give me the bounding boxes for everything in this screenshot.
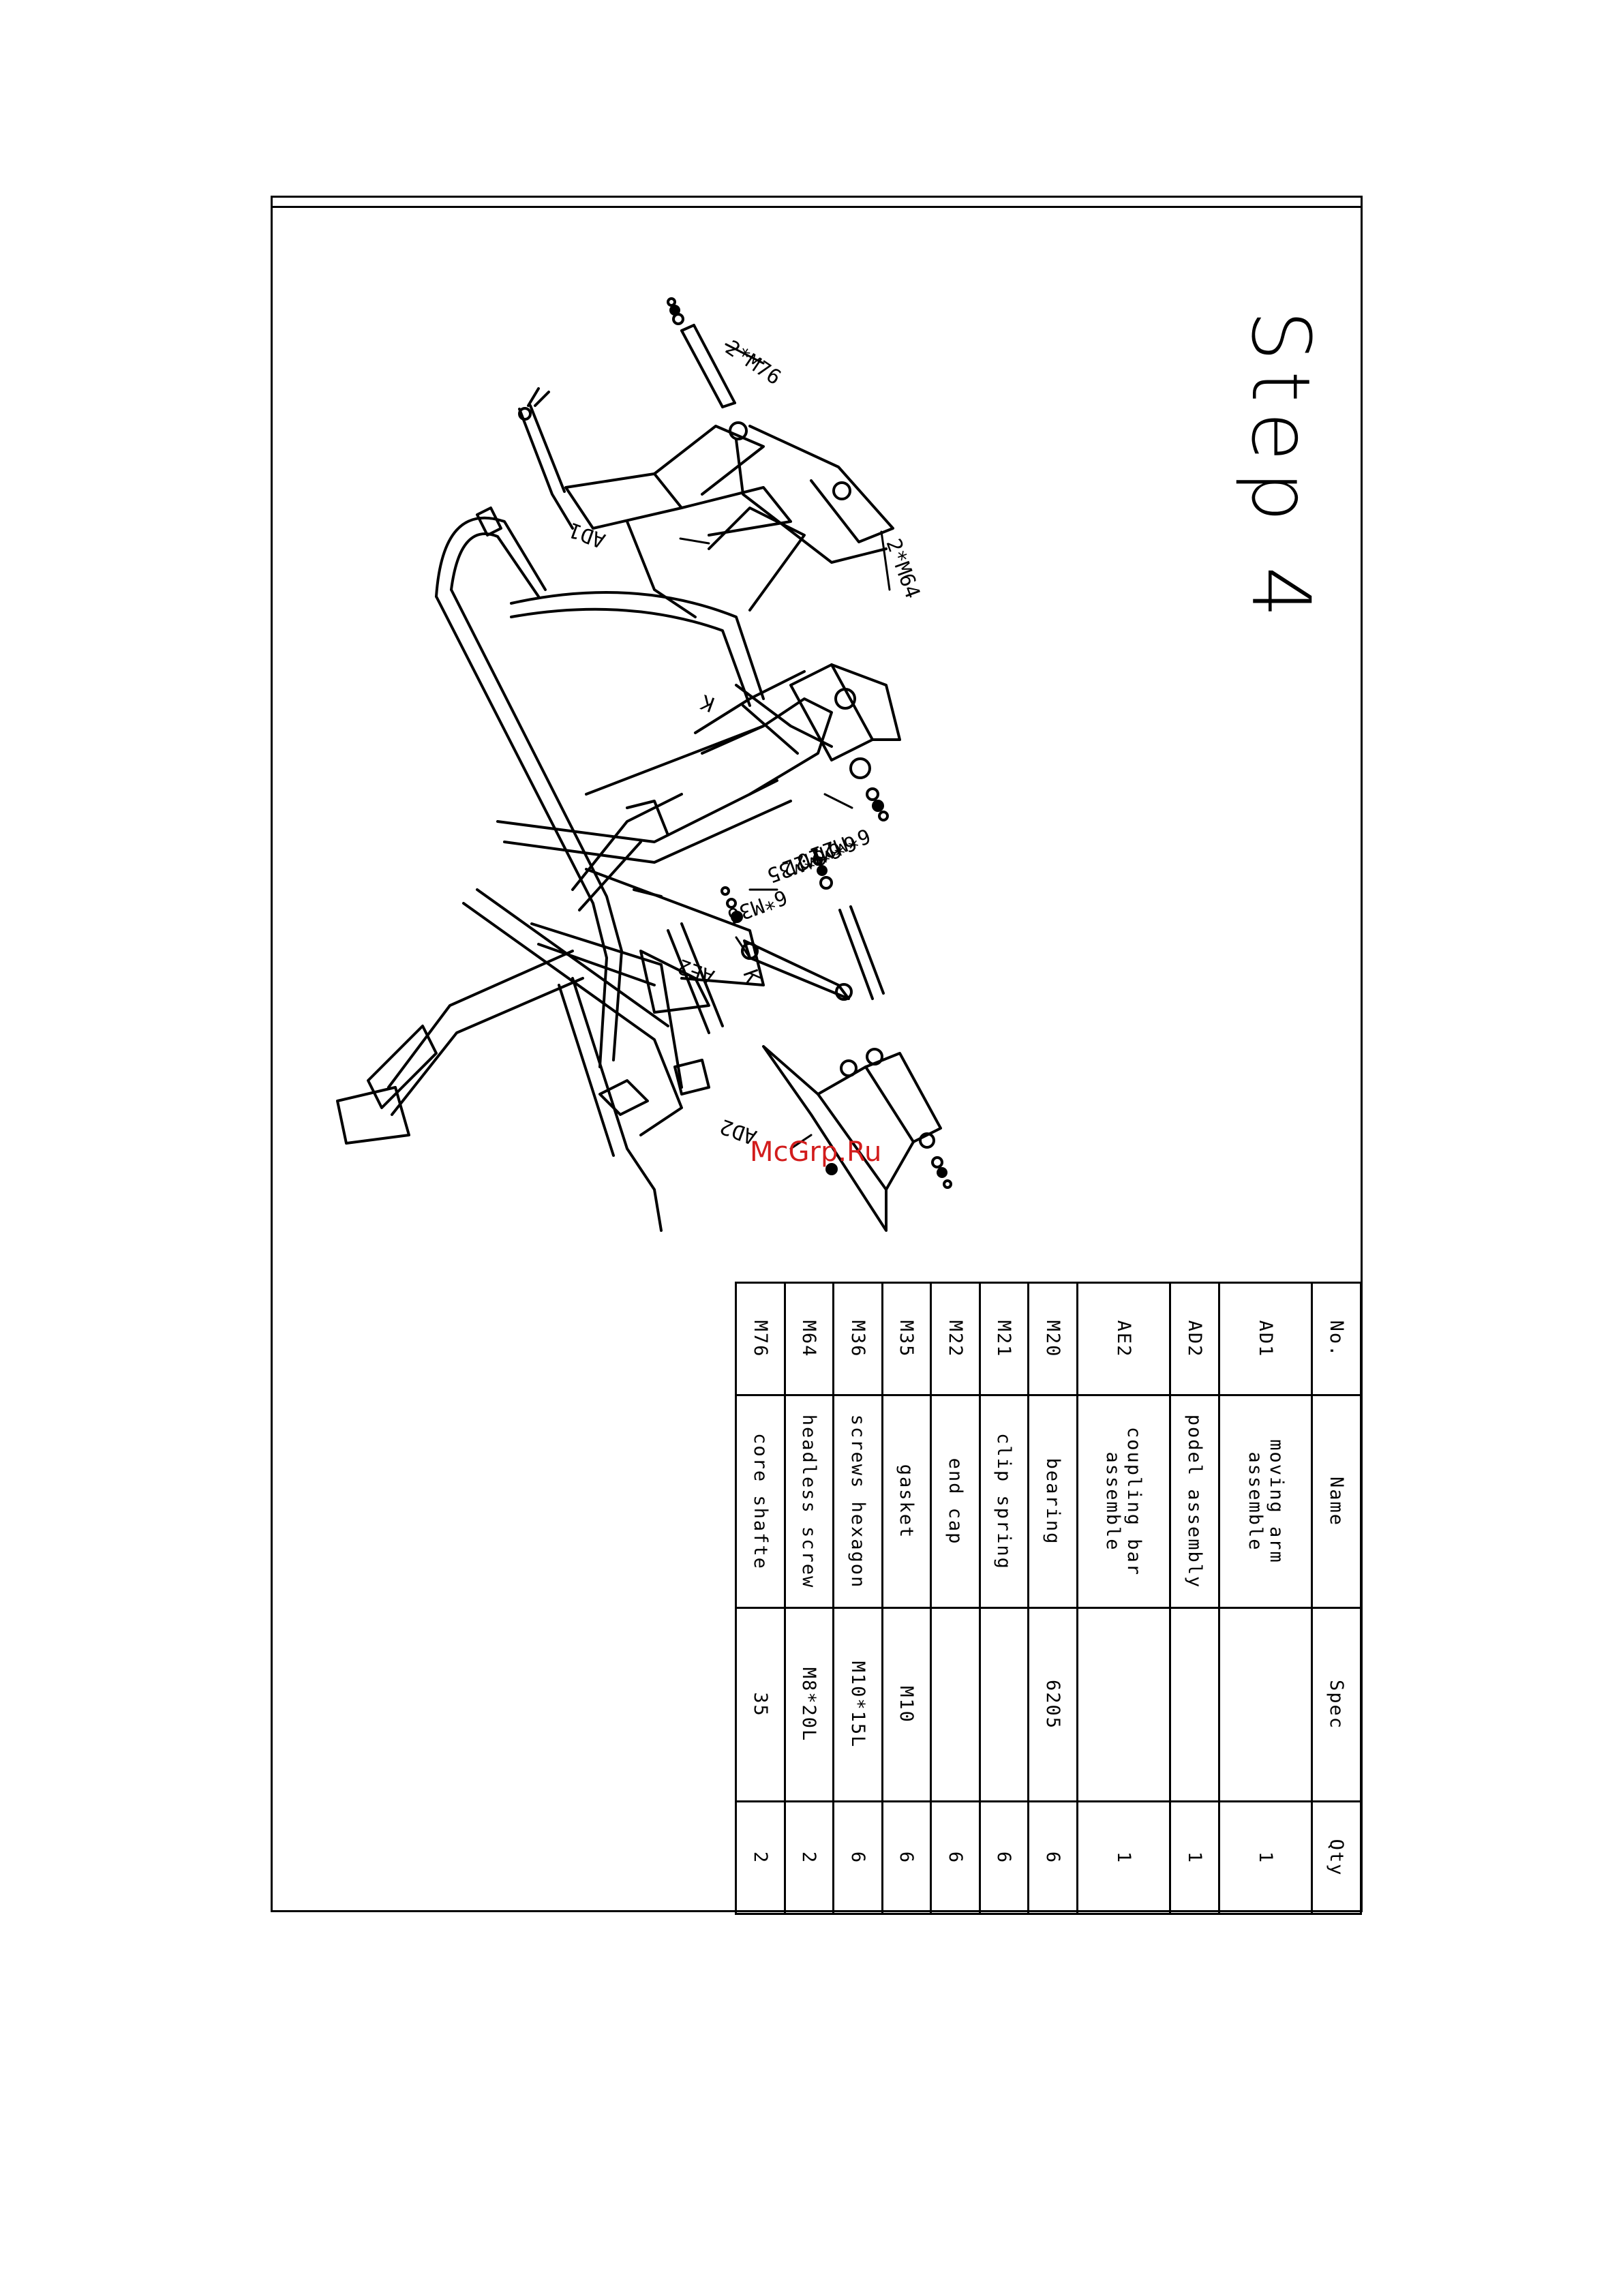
- part-name: moving arm assemble: [1219, 1395, 1312, 1608]
- header-name: Name: [1312, 1395, 1361, 1608]
- part-no: M36: [833, 1282, 883, 1395]
- part-qty: 2: [785, 1801, 834, 1914]
- part-spec: [1077, 1607, 1170, 1802]
- part-qty: 1: [1077, 1801, 1170, 1914]
- part-name: coupling bar assemble: [1077, 1395, 1170, 1608]
- drawing-sheet-border: [271, 196, 1363, 1912]
- part-name: podel assembly: [1170, 1395, 1219, 1608]
- part-name: headless screw: [785, 1395, 834, 1608]
- part-spec: M10*15L: [833, 1607, 883, 1802]
- part-no: M35: [882, 1282, 931, 1395]
- part-qty: 6: [882, 1801, 931, 1914]
- part-no: AD1: [1219, 1282, 1312, 1395]
- callout-ad1: AD1: [566, 517, 609, 552]
- drawing-callouts: 2*M76 2*M64 AD1 K 6*M35 6*M22 6*M20 6*M2…: [566, 336, 924, 1149]
- part-spec: [980, 1607, 1029, 1802]
- part-name: core shafte: [735, 1395, 785, 1608]
- assembly-drawing: 2*M76 2*M64 AD1 K 6*M35 6*M22 6*M20 6*M2…: [336, 297, 952, 1232]
- parts-table-header-row: No. Name Spec Qty: [1312, 1282, 1361, 1914]
- part-no: AE2: [1077, 1282, 1170, 1395]
- part-qty: 2: [735, 1801, 785, 1914]
- part-qty: 6: [833, 1801, 883, 1914]
- part-name: screws hexagon: [833, 1395, 883, 1608]
- part-no: M64: [785, 1282, 834, 1395]
- part-spec: [1170, 1607, 1219, 1802]
- callout-ae2: AE2: [675, 954, 718, 988]
- part-qty: 6: [930, 1801, 980, 1914]
- header-qty: Qty: [1312, 1801, 1361, 1914]
- part-no: M22: [930, 1282, 980, 1395]
- part-no: M21: [980, 1282, 1029, 1395]
- part-spec: 35: [735, 1607, 785, 1802]
- part-qty: 1: [1170, 1801, 1219, 1914]
- part-spec: 6205: [1028, 1607, 1078, 1802]
- part-no: M20: [1028, 1282, 1078, 1395]
- part-no: AD2: [1170, 1282, 1219, 1395]
- part-no: M76: [735, 1282, 785, 1395]
- watermark-text: McGrp.Ru: [750, 1136, 882, 1168]
- callout-k-top: K: [698, 689, 718, 716]
- part-spec: [930, 1607, 980, 1802]
- moving-arm-assembly: [518, 387, 894, 618]
- part-name: end cap: [930, 1395, 980, 1608]
- part-spec: [1219, 1607, 1312, 1802]
- pedal-assembly: [762, 1045, 952, 1232]
- callout-m36: 6*M36: [724, 884, 790, 928]
- part-spec: M8*20L: [785, 1607, 834, 1802]
- part-qty: 1: [1219, 1801, 1312, 1914]
- part-name: gasket: [882, 1395, 931, 1608]
- callout-m76: 2*M76: [721, 336, 785, 391]
- header-spec: Spec: [1312, 1607, 1361, 1802]
- part-name: clip spring: [980, 1395, 1029, 1608]
- core-shaft-top: [667, 297, 736, 408]
- frame-outline: [336, 507, 833, 1232]
- header-no: No.: [1312, 1282, 1361, 1395]
- part-qty: 6: [980, 1801, 1029, 1914]
- part-name: bearing: [1028, 1395, 1078, 1608]
- part-qty: 6: [1028, 1801, 1078, 1914]
- part-spec: M10: [882, 1607, 931, 1802]
- sheet-top-rule: [271, 206, 1363, 208]
- bearing-block: [789, 663, 901, 821]
